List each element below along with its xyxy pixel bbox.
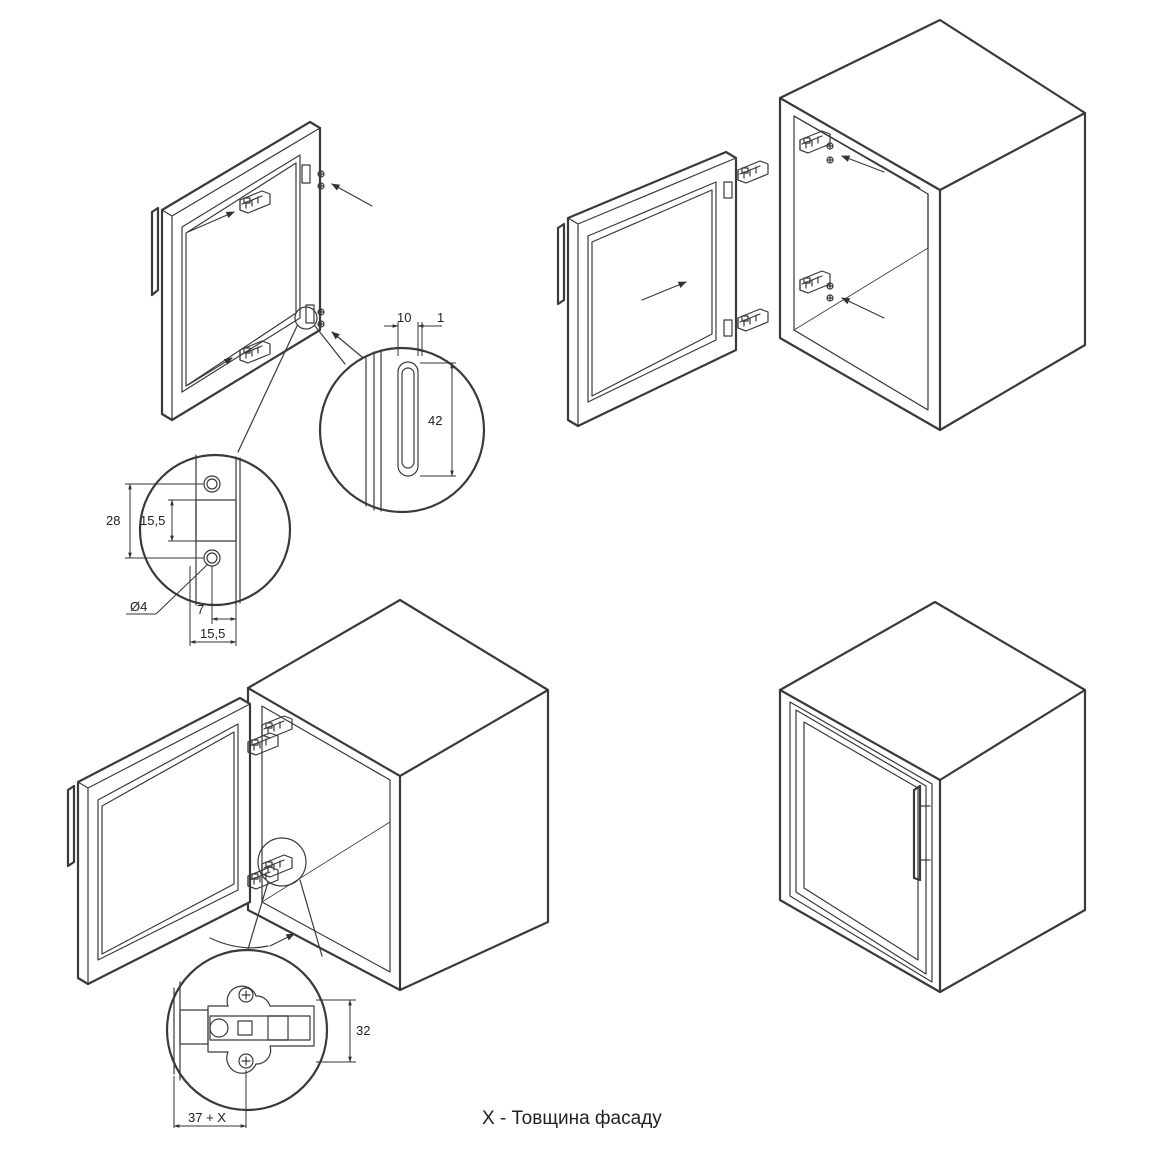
dim-hole-spacing: 28 [106,513,120,528]
screw-icon [826,282,834,290]
arrow-icon [187,211,235,233]
screw-icon [826,294,834,302]
slot-detail: 10 1 42 [318,310,486,514]
dim-recess-height: 15,5 [140,513,165,528]
mounted-door-view [66,598,550,992]
mount-plate [301,164,311,184]
cabinet-body [246,598,550,992]
slot [397,361,419,477]
door-handle [66,784,76,868]
dim-slot-width: 10 [397,310,411,325]
dim-plate-height: 32 [356,1023,370,1038]
arrow-icon [269,933,295,947]
arrow-icon [641,281,687,301]
screw-icon [826,156,834,164]
door-handle [556,222,566,306]
arrow-icon [841,297,885,319]
dim-hinge-offset: 37 + X [188,1110,226,1125]
screw-icon [317,182,325,190]
hinge-plate [207,985,315,1074]
door-view [150,120,373,453]
mount-plate [723,319,733,337]
arrow-icon [187,357,233,386]
cabinet-door-view [556,18,1087,432]
mount-plate [723,181,733,199]
screw-icon [317,170,325,178]
dim-slot-length: 42 [428,413,442,428]
screw-icon [826,142,834,150]
holes-detail: 28 15,5 Ø4 7 15,5 [106,453,292,646]
magnifier-circle [294,306,318,330]
hinge-plate-detail: 32 37 + X [165,948,370,1128]
hinge-icon [737,308,769,332]
mount-plate [305,304,315,324]
screw-icon [317,320,325,328]
recess [195,499,237,542]
magnifier-circle [138,453,292,607]
door-panel [566,150,738,428]
arrow-icon [331,183,373,207]
cabinet-body [778,18,1087,432]
dim-hole-offset: 7 [197,602,204,617]
door-handle [150,206,160,297]
magnifier-circle [257,837,307,887]
door-panel [160,120,322,422]
dim-slot-offset: 1 [437,310,444,325]
magnifier-circle [165,948,329,1112]
hinge-icon [737,160,769,184]
dim-hole-diameter: Ø4 [130,599,147,614]
dim-recess-offset: 15,5 [200,626,225,641]
caption: X - Товщина фасаду [482,1108,662,1129]
arrow-icon [841,155,885,173]
door-panel [76,696,252,986]
door-panel [789,701,933,983]
door-handle [912,784,922,882]
screw-icon [317,308,325,316]
arrow-icon [331,331,369,363]
closed-cabinet-view [778,600,1087,994]
